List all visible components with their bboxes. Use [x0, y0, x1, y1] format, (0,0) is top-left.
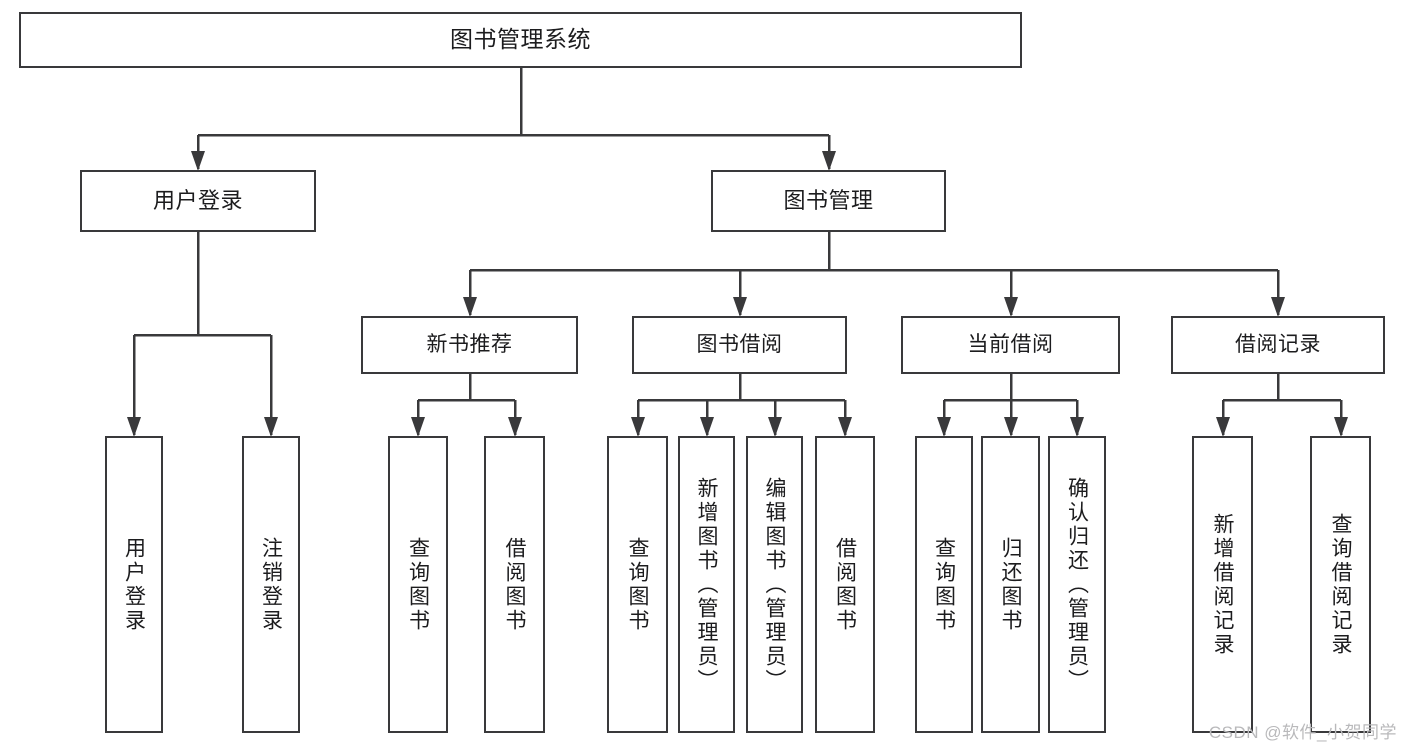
- node-leaf-query-book-2: 查询图书: [607, 436, 668, 733]
- node-leaf-return-book: 归还图书: [981, 436, 1040, 733]
- node-new-book-rec: 新书推荐: [361, 316, 578, 374]
- node-leaf-borrow-book-1: 借阅图书: [484, 436, 545, 733]
- node-leaf-borrow-book-2: 借阅图书: [815, 436, 875, 733]
- node-leaf-query-book-1: 查询图书: [388, 436, 448, 733]
- node-book-mgmt: 图书管理: [711, 170, 946, 232]
- node-leaf-user-logout: 注销登录: [242, 436, 300, 733]
- watermark: CSDN @软件_小贺同学: [1208, 723, 1397, 742]
- node-borrow-record: 借阅记录: [1171, 316, 1385, 374]
- node-leaf-query-record: 查询借阅记录: [1310, 436, 1371, 733]
- node-root: 图书管理系统: [19, 12, 1022, 68]
- node-leaf-edit-book: 编辑图书（管理员）: [746, 436, 803, 733]
- node-leaf-confirm-return: 确认归还（管理员）: [1048, 436, 1106, 733]
- node-leaf-user-login: 用户登录: [105, 436, 163, 733]
- node-leaf-add-book: 新增图书（管理员）: [678, 436, 735, 733]
- node-leaf-query-book-3: 查询图书: [915, 436, 973, 733]
- node-leaf-add-record: 新增借阅记录: [1192, 436, 1253, 733]
- node-current-borrow: 当前借阅: [901, 316, 1120, 374]
- node-user-login: 用户登录: [80, 170, 316, 232]
- node-book-borrow: 图书借阅: [632, 316, 847, 374]
